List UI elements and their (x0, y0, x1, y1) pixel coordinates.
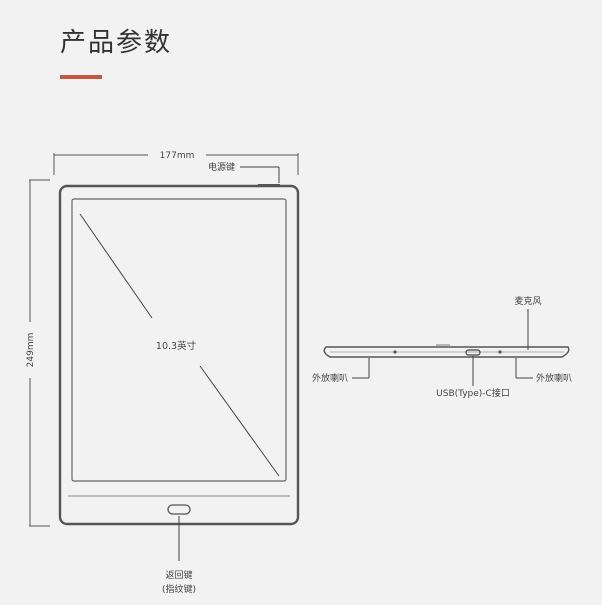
power-key-label: 电源键 (208, 161, 235, 173)
usb-port (465, 349, 481, 356)
speaker-hole-left (393, 350, 397, 354)
speaker-left-callout: 外放喇叭 (312, 358, 370, 384)
height-dimension: 249mm (26, 179, 50, 527)
microphone-label: 麦克风 (514, 295, 541, 307)
screen-size-label: 10.3英寸 (156, 340, 197, 352)
back-key-callout: 返回键 (指纹键) (162, 516, 196, 595)
speaker-hole-right (498, 350, 502, 354)
usb-callout: USB(Type)-C接口 (436, 356, 510, 399)
device-screen (71, 198, 287, 482)
bottom-edge-body (323, 346, 570, 358)
back-key-label: 返回键 (165, 569, 192, 581)
device-bottom-view: 麦克风 外放喇叭 外放喇叭 USB(Type)-C接口 (312, 295, 572, 399)
screen-diagonal-bottom (199, 365, 280, 477)
width-dimension: 177mm (53, 151, 299, 175)
device-front-view: 10.3英寸 177mm 249mm 电源键 (26, 151, 300, 595)
back-key (167, 504, 191, 515)
microphone-callout: 麦克风 (514, 295, 542, 350)
speaker-left-label: 外放喇叭 (312, 372, 348, 384)
speaker-right-label: 外放喇叭 (536, 372, 572, 384)
screen-diagonal-top (79, 213, 153, 319)
usb-label: USB(Type)-C接口 (436, 387, 510, 399)
width-label: 177mm (160, 151, 195, 161)
back-key-sublabel: (指纹键) (162, 583, 196, 595)
title-accent-bar (60, 75, 102, 79)
power-key-callout: 电源键 (208, 161, 280, 183)
page-title: 产品参数 (60, 28, 173, 58)
speaker-right-callout: 外放喇叭 (515, 358, 572, 384)
height-label: 249mm (26, 333, 36, 368)
